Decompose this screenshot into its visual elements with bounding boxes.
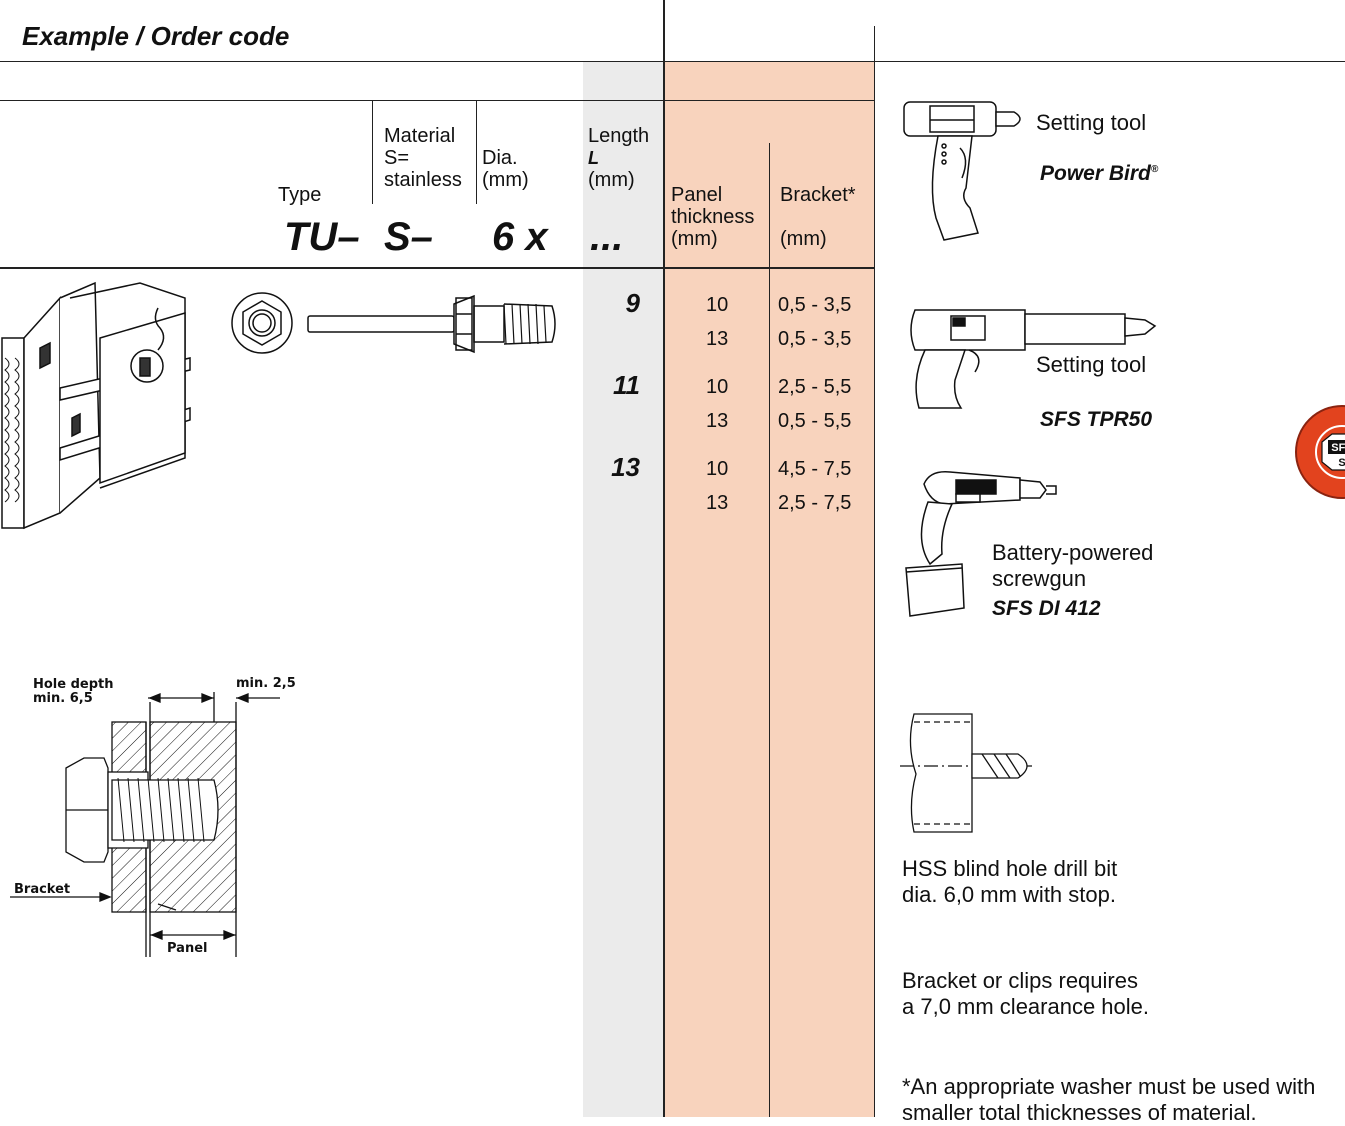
tpr50-tool-image	[910, 309, 1157, 409]
tool-name: SFS DI 412	[992, 597, 1101, 620]
main-divider	[663, 0, 665, 1117]
length-column-bg	[583, 62, 663, 1117]
row-panel: 10	[706, 376, 729, 398]
page-title: Example / Order code	[22, 21, 290, 51]
row-length: 13	[611, 452, 640, 482]
header-length: Length L (mm)	[588, 125, 650, 191]
badge-letter: S	[1338, 457, 1345, 469]
material-left-divider	[372, 100, 373, 204]
row-panel: 13	[706, 410, 729, 432]
tools-divider	[874, 26, 875, 1117]
di412-tool-image	[905, 471, 1057, 617]
washer-note: *An appropriate washer must be used with…	[902, 1074, 1316, 1125]
label-panel: Panel	[167, 941, 208, 956]
code-type: TU–	[284, 215, 360, 259]
header-top-rule	[0, 100, 874, 101]
header-material: Material S= stainless	[384, 125, 462, 191]
facade-illustration	[1, 281, 191, 530]
row-bracket: 0,5 - 5,5	[778, 410, 852, 432]
screw-top-view	[231, 292, 293, 354]
header-dia: Dia. (mm)	[482, 147, 529, 191]
tool-label: Setting tool	[1036, 352, 1147, 377]
power-bird-tool-image	[903, 101, 1021, 241]
code-material: S–	[384, 215, 433, 259]
tool-label: Battery-powered screwgun	[992, 540, 1154, 591]
tool-label: Setting tool	[1036, 110, 1147, 135]
sfs-stainless-badge: SFS S	[1295, 405, 1345, 499]
row-bracket: 0,5 - 3,5	[778, 328, 852, 350]
label-bracket: Bracket	[14, 882, 71, 897]
clearance-note: Bracket or clips requires a 7,0 mm clear…	[902, 968, 1150, 1019]
code-length: ...	[590, 215, 624, 259]
tool-name: SFS TPR50	[1040, 408, 1153, 431]
row-bracket: 0,5 - 3,5	[778, 294, 852, 316]
row-bracket: 2,5 - 5,5	[778, 376, 852, 398]
header-bottom-rule	[0, 267, 874, 269]
drill-note: HSS blind hole drill bit dia. 6,0 mm wit…	[902, 856, 1118, 907]
header-panel: Panel thickness (mm)	[671, 184, 755, 250]
badge-brand: SFS	[1331, 442, 1345, 454]
row-length: 11	[613, 370, 640, 400]
row-length: 9	[625, 288, 640, 318]
tool-name: Power Bird®	[1040, 162, 1159, 185]
header-bracket: Bracket* (mm)	[780, 184, 856, 250]
screw-side-view	[307, 294, 556, 354]
row-bracket: 4,5 - 7,5	[778, 458, 852, 480]
label-min: min. 2,5	[236, 676, 296, 691]
drill-bit-image	[900, 713, 1032, 833]
row-panel: 10	[706, 294, 729, 316]
cross-section-diagram	[10, 692, 280, 957]
panel-bracket-divider	[769, 143, 770, 1117]
header-type: Type	[278, 184, 322, 206]
row-bracket: 2,5 - 7,5	[778, 492, 852, 514]
row-panel: 13	[706, 492, 729, 514]
code-dia: 6 x	[492, 215, 548, 259]
label-hole-depth: Hole depth min. 6,5	[33, 677, 114, 706]
material-right-divider	[476, 100, 477, 204]
title-rule	[0, 61, 1345, 62]
row-panel: 13	[706, 328, 729, 350]
row-panel: 10	[706, 458, 729, 480]
